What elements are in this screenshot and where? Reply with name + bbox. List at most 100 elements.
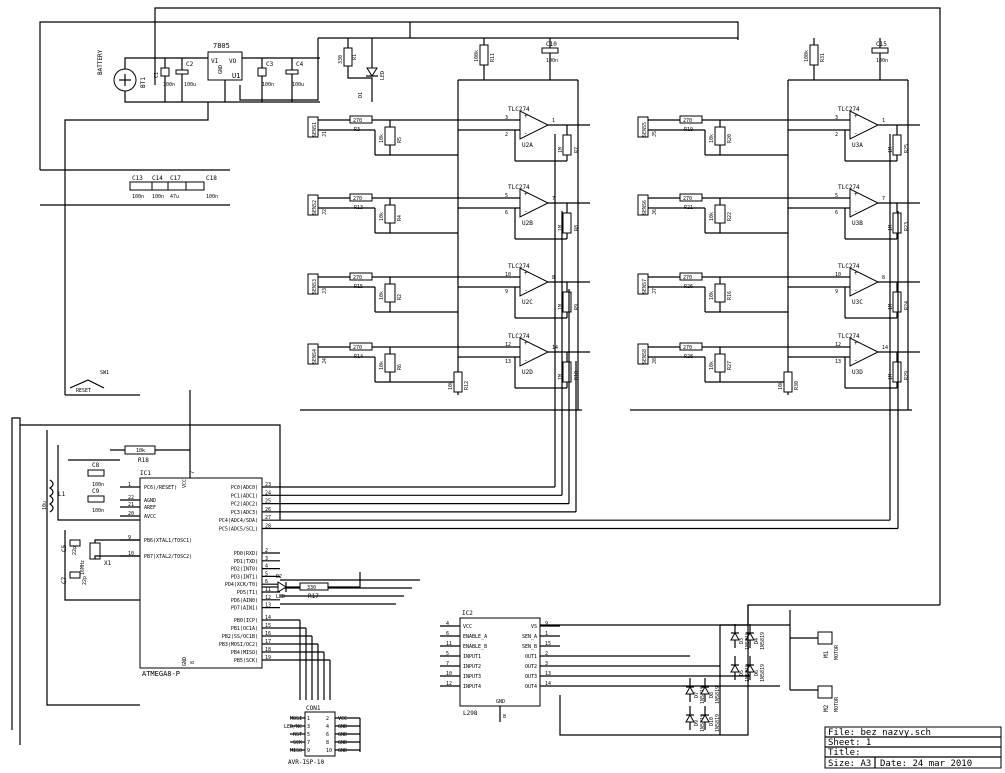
l298-pin-number: 6 <box>446 631 449 637</box>
opamp-pin-plus: 3 <box>505 115 508 121</box>
svg-text:C9: C9 <box>92 488 100 495</box>
sensor-connector <box>307 343 319 365</box>
trim-resistor-ref: R20 <box>727 134 733 143</box>
input-resistor-value: 270 <box>353 275 362 281</box>
opamp-pin-minus: 9 <box>835 289 838 295</box>
mcu-pin-name: PC1(ADC1) <box>231 493 258 499</box>
diode-ref: D7 <box>694 692 700 698</box>
mcu-pin-name: PC0(ADC0) <box>231 485 258 491</box>
l298-pin-number: 12 <box>446 681 452 687</box>
isp-ref: CON1 <box>306 705 321 712</box>
feedback-ref: R10 <box>574 371 580 380</box>
mcu-pin-name: PD3(INT1) <box>231 574 258 580</box>
svg-text:LED: LED <box>380 71 386 80</box>
diode-value: 1N5819 <box>760 664 766 682</box>
mcu-pin-number: 26 <box>265 507 271 513</box>
diode-symbol <box>730 663 740 673</box>
sensor-connector <box>637 273 649 295</box>
feedback-ref: R7 <box>574 147 580 153</box>
opamp-triangle <box>849 337 880 367</box>
mcu-pin-name: PB3(MOSI/OC2) <box>219 642 258 648</box>
trim-resistor-ref: R2 <box>397 294 403 300</box>
diode-value: 1N5819 <box>700 714 706 732</box>
feedback-value: 1M <box>888 225 894 231</box>
isp-pin-number: 8 <box>326 740 329 746</box>
diode-ref: D6 <box>754 670 760 676</box>
svg-text:C4: C4 <box>296 61 304 68</box>
mcu-pin-name: PD7(AIN1) <box>231 606 258 612</box>
trim-resistor-ref: R5 <box>397 137 403 143</box>
opamp-pin-plus: 12 <box>835 342 841 348</box>
l298-pin-number: 11 <box>446 641 452 647</box>
isp-left-label: SCK <box>293 740 302 746</box>
isp-pin-number: 5 <box>307 732 310 738</box>
trim-resistor-ref: R27 <box>727 361 733 370</box>
svg-text:100n: 100n <box>163 82 175 88</box>
l298-pin-number: 14 <box>545 681 551 687</box>
opamp-pin-out: 8 <box>552 275 555 281</box>
opamp-ref: U2C <box>522 299 533 306</box>
trim-resistor <box>384 353 396 373</box>
sensor-jack: J6 <box>652 209 658 215</box>
isp-right-label: GND <box>338 732 347 738</box>
bottom-resistor <box>453 371 463 393</box>
l298-body <box>459 617 541 707</box>
svg-text:C2: C2 <box>186 61 194 68</box>
supply-cap-value: 100n <box>876 58 888 64</box>
feedback-resistor <box>892 361 902 383</box>
mcu-name: ATMEGA8-P <box>142 670 180 678</box>
mcu-pin-name: PD1(TXD) <box>234 559 258 565</box>
opamp-pin-out: 1 <box>552 118 555 124</box>
input-resistor-value: 270 <box>353 345 362 351</box>
svg-text:100n: 100n <box>152 194 164 200</box>
diode-value: 1N5819 <box>760 632 766 650</box>
isp-pin-number: 3 <box>307 724 310 730</box>
mcu-pin-number: 6 <box>265 579 268 585</box>
pullup-value: 10k <box>136 448 145 454</box>
opamp-pin-minus: 2 <box>835 132 838 138</box>
supply-cap-value: 100n <box>546 58 558 64</box>
svg-text:100n: 100n <box>262 82 274 88</box>
opamp-ref: U2A <box>522 142 533 149</box>
opamp-minus-sign: - <box>854 287 858 294</box>
isp-pin-number: 2 <box>326 716 329 722</box>
l298-pin-name: OUT3 <box>525 674 537 680</box>
l298-pin-name: SEN_B <box>522 644 537 650</box>
l298-pin-number: 9 <box>545 621 548 627</box>
opamp-name: TLC274 <box>508 184 530 191</box>
l298-pin-number: 4 <box>446 621 449 627</box>
feedback-value: 1M <box>558 225 564 231</box>
feedback-value: 1M <box>558 147 564 153</box>
opamp-pin-minus: 6 <box>835 210 838 216</box>
regulator-pin-vi: VI <box>211 58 219 65</box>
isp-right-label: GND <box>338 748 347 754</box>
battery-section: BATTERY BT1 <box>97 49 320 103</box>
input-resistor-value: 270 <box>353 196 362 202</box>
motor-1-label: MOTOR <box>834 644 840 660</box>
title-sheet: Sheet: 1 <box>828 738 871 748</box>
opamp-ref: U3C <box>852 299 863 306</box>
opamp-name: TLC274 <box>838 184 860 191</box>
feedback-ref: R25 <box>904 144 910 153</box>
mcu-pin-number: 1 <box>128 482 131 488</box>
l298-pin-number: 13 <box>545 671 551 677</box>
reset-switch-label: RESET <box>76 388 91 394</box>
mcu-pin-number: 20 <box>128 511 134 517</box>
isp-pin-number: 7 <box>307 740 310 746</box>
svg-text:C1: C1 <box>154 72 160 78</box>
mcu-pin-number: 4 <box>265 564 268 570</box>
opamp-plus-sign: + <box>854 191 858 198</box>
svg-text:C14: C14 <box>152 175 163 182</box>
mcu-pin-name: PD0(RXD) <box>234 551 258 557</box>
mcu-pin-number: 14 <box>265 615 271 621</box>
opamp-name: TLC274 <box>838 333 860 340</box>
mcu-pin-number: 7 <box>190 471 196 474</box>
sensor-label: SENS8 <box>642 349 648 364</box>
mcu-pin-name: PD2(INT0) <box>231 567 258 573</box>
status-led-ref: D2 <box>276 574 282 580</box>
opamp-pin-out: 7 <box>882 196 885 202</box>
diode-symbol <box>685 685 695 695</box>
